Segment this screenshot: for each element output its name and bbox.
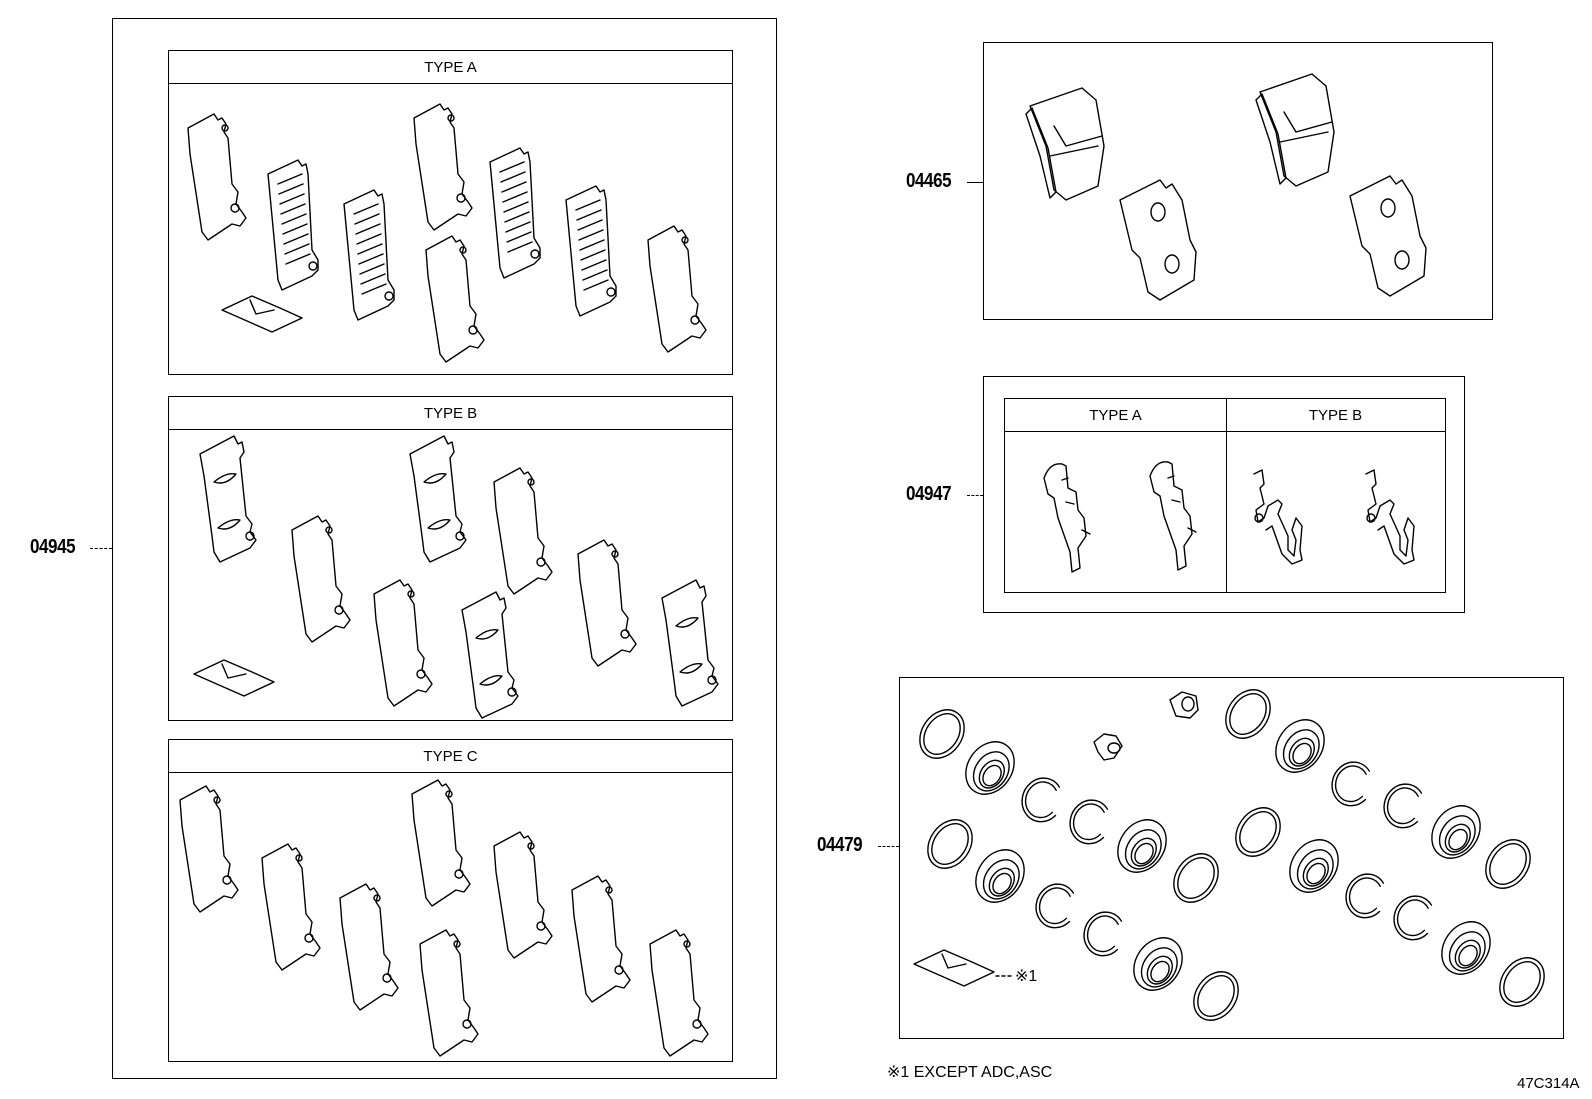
type-b-header: TYPE B (1226, 399, 1445, 432)
kit-04947-inner-table: TYPE A TYPE B (1004, 398, 1446, 593)
kit-04465-frame (983, 42, 1493, 320)
kit-04945-type-c-panel: TYPE C (168, 739, 733, 1062)
leader-04479 (878, 846, 899, 847)
leader-04947 (967, 495, 983, 496)
callout-04465[interactable]: 04465 (906, 170, 952, 192)
type-b-header: TYPE B (169, 397, 732, 430)
note-marker: ※1 (1015, 968, 1038, 985)
kit-04945-type-b-panel: TYPE B (168, 396, 733, 721)
leader-04465 (967, 182, 983, 183)
illustration-code: 47C314A (1517, 1075, 1580, 1092)
type-a-header: TYPE A (169, 51, 732, 84)
kit-04945-type-a-panel: TYPE A (168, 50, 733, 375)
leader-04945 (90, 548, 112, 549)
type-c-header: TYPE C (169, 740, 732, 773)
column-divider (1226, 399, 1227, 592)
callout-04945[interactable]: 04945 (30, 536, 76, 558)
footnote: ※1 EXCEPT ADC,ASC (887, 1064, 1053, 1081)
callout-04479[interactable]: 04479 (817, 834, 863, 856)
callout-04947[interactable]: 04947 (906, 483, 952, 505)
type-a-header: TYPE A (1005, 399, 1226, 432)
